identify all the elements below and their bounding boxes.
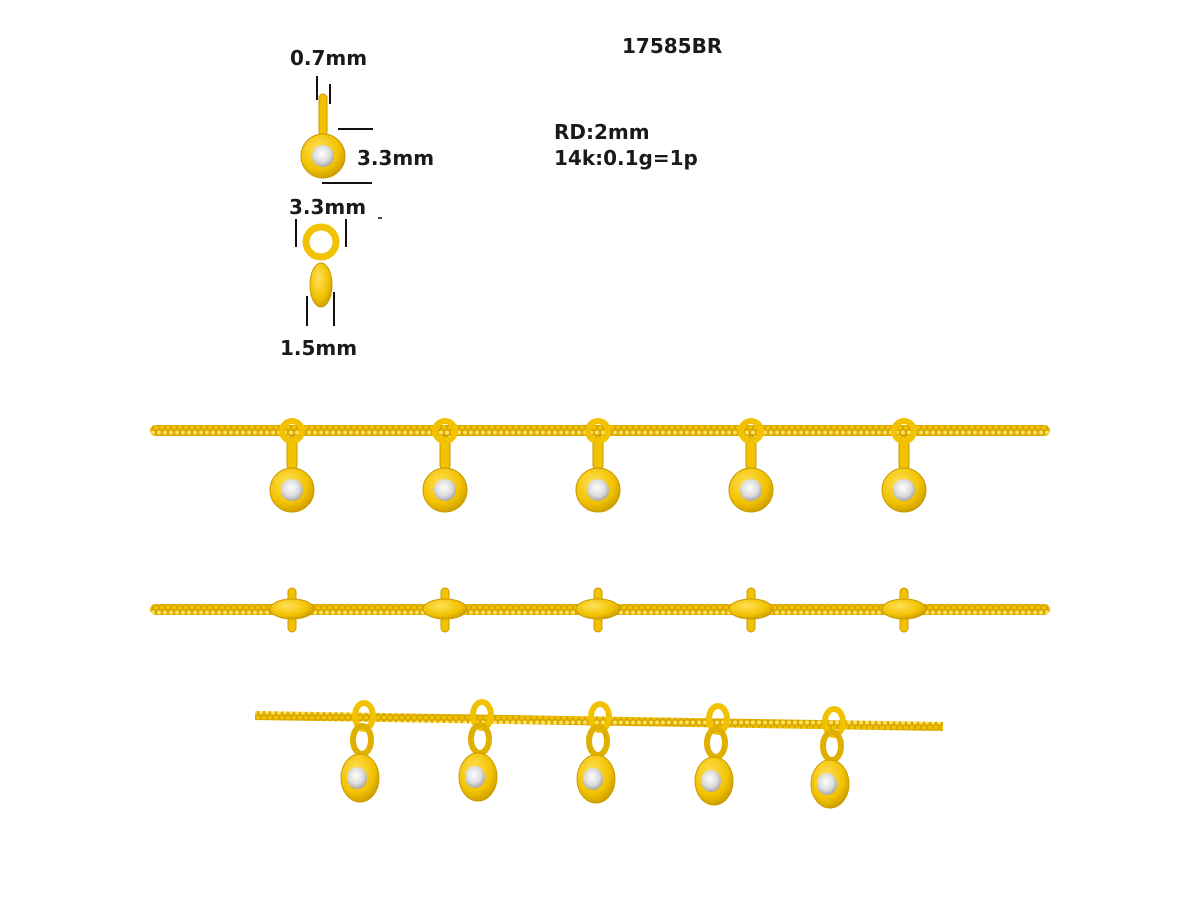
bezel	[728, 598, 774, 620]
charm	[575, 587, 621, 633]
jump-ring	[585, 418, 611, 444]
charm	[422, 587, 468, 633]
detail-front-view	[300, 76, 373, 184]
bracelet-perspective-view	[255, 699, 943, 809]
jump-ring	[891, 418, 917, 444]
detail-bezel-side	[309, 262, 333, 308]
diamond	[465, 766, 485, 788]
diamond	[740, 479, 762, 501]
bracelet-top-view	[150, 587, 1050, 633]
charm	[810, 706, 850, 809]
dim-bezel-depth-label: 1.5mm	[280, 336, 358, 360]
charm	[575, 418, 621, 513]
charm	[728, 587, 774, 633]
diamond	[583, 768, 603, 790]
diamond	[701, 770, 721, 792]
charm	[269, 587, 315, 633]
chain	[150, 425, 1050, 436]
charm	[458, 699, 498, 802]
jump-ring	[738, 418, 764, 444]
chain	[255, 711, 943, 731]
charm	[881, 418, 927, 513]
dim-ring-diameter-label: 3.3mm	[289, 195, 367, 219]
dim-bezel-diameter-label: 3.3mm	[357, 146, 435, 170]
detail-jump-ring	[302, 223, 340, 261]
bezel	[881, 598, 927, 620]
bezel	[422, 598, 468, 620]
charm	[576, 701, 616, 804]
diamond	[587, 479, 609, 501]
charm	[728, 418, 774, 513]
diamond	[347, 767, 367, 789]
bezel	[269, 598, 315, 620]
metal-weight-spec: 14k:0.1g=1p	[554, 146, 698, 170]
charm	[881, 587, 927, 633]
stone-size-spec: RD:2mm	[554, 120, 650, 144]
charm	[422, 418, 468, 513]
bezel	[575, 598, 621, 620]
charm	[694, 703, 734, 806]
model-code: 17585BR	[622, 34, 723, 58]
jump-ring	[432, 418, 458, 444]
jump-ring	[279, 418, 305, 444]
charm	[269, 418, 315, 513]
bracelet-front-view	[150, 418, 1050, 513]
diamond	[893, 479, 915, 501]
detail-side-view	[295, 217, 382, 326]
dim-wire-thickness-label: 0.7mm	[290, 46, 368, 70]
diamond	[817, 773, 837, 795]
detail-diamond	[312, 145, 334, 167]
detail-wire	[318, 93, 328, 137]
diamond	[281, 479, 303, 501]
charm	[340, 700, 380, 803]
diamond	[434, 479, 456, 501]
